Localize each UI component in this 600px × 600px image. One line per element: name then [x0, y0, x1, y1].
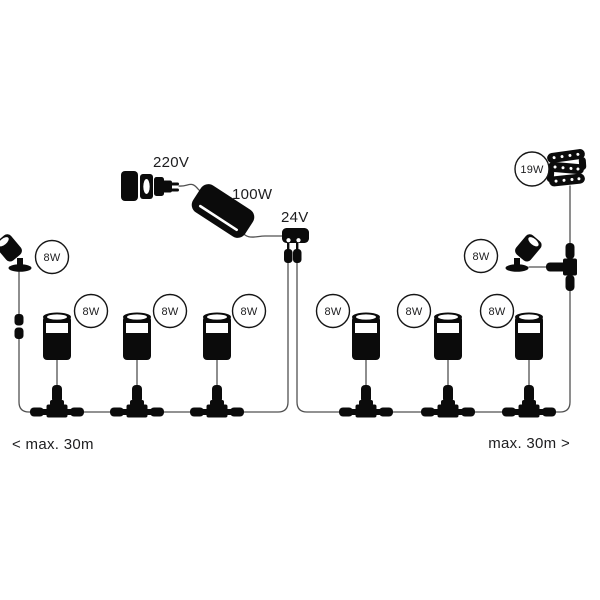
badge-left-bollard-3-label: 8W: [241, 306, 258, 318]
t-connector-5: [421, 385, 475, 418]
badge-left-bollard-2: 8W: [152, 293, 188, 329]
right-spotlight-icon: [505, 234, 542, 272]
badge-lightstrip: 19W: [514, 151, 550, 187]
badge-right-bollard-3-label: 8W: [489, 306, 506, 318]
badge-right-spotlight: 8W: [463, 238, 499, 274]
badge-right-spotlight-label: 8W: [473, 251, 490, 263]
badge-lightstrip-label: 19W: [520, 164, 544, 176]
bollard-icon-4: [352, 312, 380, 360]
label-low-voltage: 24V: [281, 209, 309, 226]
bollard-icon-6: [515, 312, 543, 360]
t-connector-3: [190, 385, 244, 418]
splitter-plug-left-icon: [284, 243, 293, 263]
badge-left-bollard-1-label: 8W: [83, 306, 100, 318]
low-voltage-splitter-icon: [282, 228, 309, 243]
wall-socket-icon: [121, 171, 153, 201]
badge-right-bollard-3: 8W: [479, 293, 515, 329]
bollard-icon-3: [203, 312, 231, 360]
badge-left-bollard-2-label: 8W: [162, 306, 179, 318]
t-connector-4: [339, 385, 393, 418]
lightstrip-icon: [546, 149, 587, 187]
power-plug-icon: [154, 177, 179, 196]
badge-left-bollard-1: 8W: [73, 293, 109, 329]
badge-left-spotlight-label: 8W: [44, 252, 61, 264]
mains-cable: [178, 183, 206, 197]
riser-t-connector-icon: [546, 243, 577, 291]
power-supply-icon: [191, 184, 255, 238]
inline-connector-icon: [14, 314, 24, 339]
wattage-badges: 8W 8W 8W 8W 8W 8W 8W 8W: [34, 151, 550, 329]
left-spotlight-icon: [0, 234, 32, 272]
splitter-plug-right-icon: [293, 243, 302, 263]
badge-right-bollard-1-label: 8W: [325, 306, 342, 318]
t-connector-2: [110, 385, 164, 418]
badge-left-spotlight: 8W: [34, 239, 70, 275]
badge-left-bollard-3: 8W: [231, 293, 267, 329]
left-spotlight-cable: [18, 269, 33, 413]
badge-right-bollard-1: 8W: [315, 293, 351, 329]
badge-right-bollard-2: 8W: [396, 293, 432, 329]
t-connector-6: [502, 385, 556, 418]
bollard-icon-2: [123, 312, 151, 360]
labels: 220V 100W 24V < max. 30m max. 30m >: [12, 154, 570, 453]
label-right-max-length: max. 30m >: [488, 435, 570, 452]
bollard-icon-1: [43, 312, 71, 360]
bollard-icon-5: [434, 312, 462, 360]
bollard-drop-cables: [56, 356, 530, 390]
label-psu-power: 100W: [232, 186, 273, 203]
label-left-max-length: < max. 30m: [12, 436, 94, 453]
icons: [0, 149, 587, 418]
badge-right-bollard-2-label: 8W: [406, 306, 423, 318]
t-connector-1: [30, 385, 84, 418]
label-mains-voltage: 220V: [153, 154, 189, 171]
left-run-cable: [29, 261, 289, 413]
